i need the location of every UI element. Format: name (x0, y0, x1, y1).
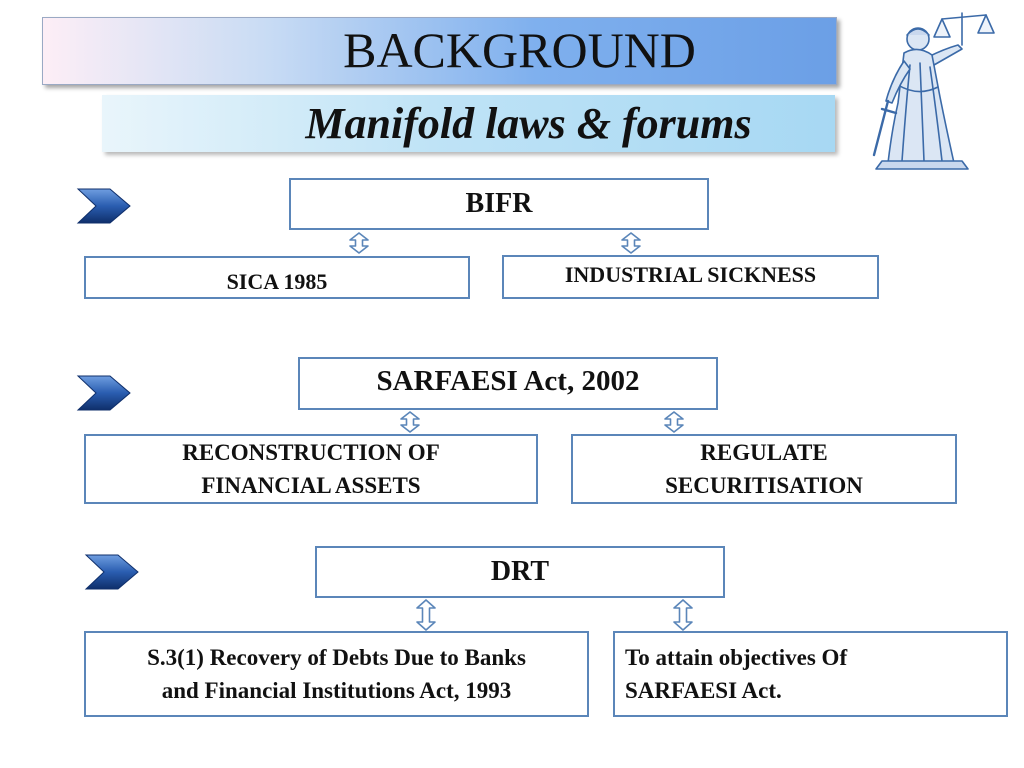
forum-box-drt: DRT (315, 546, 725, 598)
double-arrow-icon (349, 232, 369, 254)
sub-box-line: and Financial Institutions Act, 1993 (161, 678, 512, 703)
sub-box-line: RECONSTRUCTION OF (182, 440, 440, 465)
double-arrow-icon (621, 232, 641, 254)
double-arrow-icon (664, 411, 684, 433)
page-subtitle: Manifold laws & forums (305, 99, 752, 148)
chevron-bullet-icon (76, 375, 131, 411)
sub-box-line: S.3(1) Recovery of Debts Due to Banks (147, 645, 526, 670)
chevron-bullet-icon (76, 188, 131, 224)
double-arrow-icon (400, 411, 420, 433)
sub-box-line: SECURITISATION (665, 473, 863, 498)
page-title: BACKGROUND (343, 22, 696, 78)
title-banner (42, 17, 837, 85)
forum-box-sarfaesi: SARFAESI Act, 2002 (298, 357, 718, 410)
forum-box-bifr: BIFR (289, 178, 709, 230)
sub-box-line: SICA 1985 (226, 268, 328, 294)
sub-box-line: SARFAESI Act. (625, 678, 782, 703)
chevron-bullet-icon (84, 554, 139, 590)
forum-label: DRT (490, 556, 550, 587)
sub-box-industrial-sickness: INDUSTRIAL SICKNESS (502, 255, 879, 299)
sub-box-reconstruction: RECONSTRUCTION OF FINANCIAL ASSETS (84, 434, 538, 504)
sub-box-securitisation: REGULATE SECURITISATION (571, 434, 957, 504)
sub-box-line: To attain objectives Of (625, 645, 848, 670)
sub-box-line: FINANCIAL ASSETS (201, 473, 421, 498)
subtitle-banner (102, 95, 835, 152)
double-arrow-icon (416, 599, 436, 631)
forum-label: BIFR (465, 188, 533, 219)
forum-label: SARFAESI Act, 2002 (376, 365, 640, 397)
lady-justice-icon (872, 12, 995, 170)
sub-box-rdb-act: S.3(1) Recovery of Debts Due to Banks an… (84, 631, 589, 717)
sub-box-line: INDUSTRIAL SICKNESS (564, 262, 817, 287)
sub-box-sica: SICA 1985 (84, 256, 470, 299)
sub-box-line: REGULATE (700, 440, 828, 465)
sub-box-objectives: To attain objectives Of SARFAESI Act. (613, 631, 1008, 717)
double-arrow-icon (673, 599, 693, 631)
